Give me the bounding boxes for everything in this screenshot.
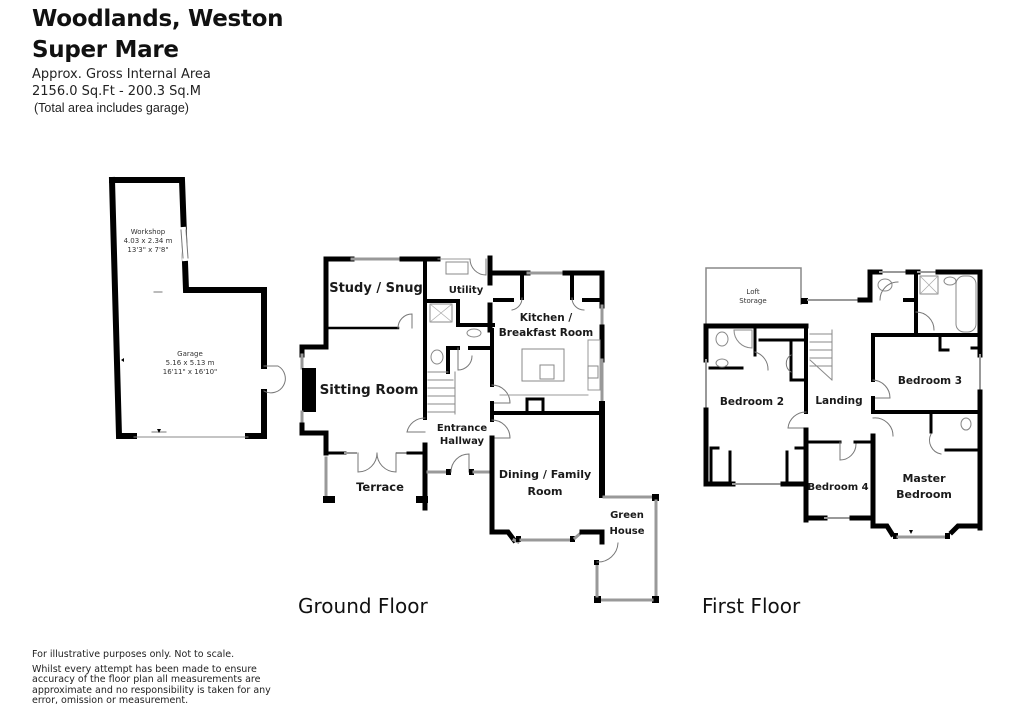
disclaimer-line-1: For illustrative purposes only. Not to s… [32, 649, 235, 660]
garage-metric: 5.16 x 5.13 m [166, 359, 215, 367]
area-label: Approx. Gross Internal Area [32, 67, 211, 82]
first-floor-labels: Loft Storage Bedroom 2 Landing Bedroom 3… [720, 288, 962, 501]
workshop-imperial: 13'3" x 7'8" [127, 246, 168, 254]
room-dining-l1: Dining / Family [499, 468, 591, 481]
room-bedroom-3: Bedroom 3 [898, 375, 962, 387]
room-sitting: Sitting Room [320, 382, 419, 398]
garage-name: Garage [177, 350, 203, 358]
ground-floor-label: Ground Floor [298, 594, 428, 618]
garage-labels: Workshop 4.03 x 2.34 m 13'3" x 7'8" Gara… [124, 228, 218, 376]
garage-building [108, 176, 286, 439]
room-terrace: Terrace [356, 480, 404, 494]
room-loft-l2: Storage [739, 297, 766, 305]
room-greenhouse-l1: Green [610, 510, 644, 521]
room-bedroom-2: Bedroom 2 [720, 396, 784, 408]
area-summary: Approx. Gross Internal Area 2156.0 Sq.Ft… [32, 66, 211, 117]
room-utility: Utility [449, 285, 484, 296]
room-master-l2: Bedroom [896, 488, 952, 501]
room-greenhouse-l2: House [609, 526, 644, 537]
room-kitchen-l1: Kitchen / [520, 312, 573, 324]
property-title: Woodlands, Weston Super Mare [32, 4, 284, 66]
garage-imperial: 16'11" x 16'10" [163, 368, 218, 376]
ground-floor-labels: Study / Snug Utility Kitchen / Breakfast… [320, 281, 645, 537]
room-entrance-l2: Hallway [440, 436, 485, 447]
workshop-metric: 4.03 x 2.34 m [124, 237, 173, 245]
first-floor-label: First Floor [702, 594, 801, 618]
area-note: (Total area includes garage) [34, 101, 189, 115]
room-dining-l2: Room [527, 485, 562, 498]
room-study: Study / Snug [329, 281, 423, 296]
disclaimer: For illustrative purposes only. Not to s… [32, 649, 272, 707]
room-master-l1: Master [902, 472, 946, 485]
room-entrance-l1: Entrance [437, 423, 487, 434]
room-landing: Landing [815, 395, 862, 407]
first-floor-plan [703, 267, 983, 539]
title-line-1: Woodlands, Weston [32, 6, 284, 32]
ground-floor-plan [299, 255, 659, 603]
room-loft-l1: Loft [746, 288, 759, 296]
room-bedroom-4: Bedroom 4 [807, 482, 868, 493]
area-value: 2156.0 Sq.Ft - 200.3 Sq.M [32, 84, 201, 99]
workshop-name: Workshop [131, 228, 166, 236]
room-kitchen-l2: Breakfast Room [499, 327, 593, 339]
title-line-2: Super Mare [32, 37, 179, 63]
disclaimer-line-2: Whilst every attempt has been made to en… [32, 663, 271, 706]
